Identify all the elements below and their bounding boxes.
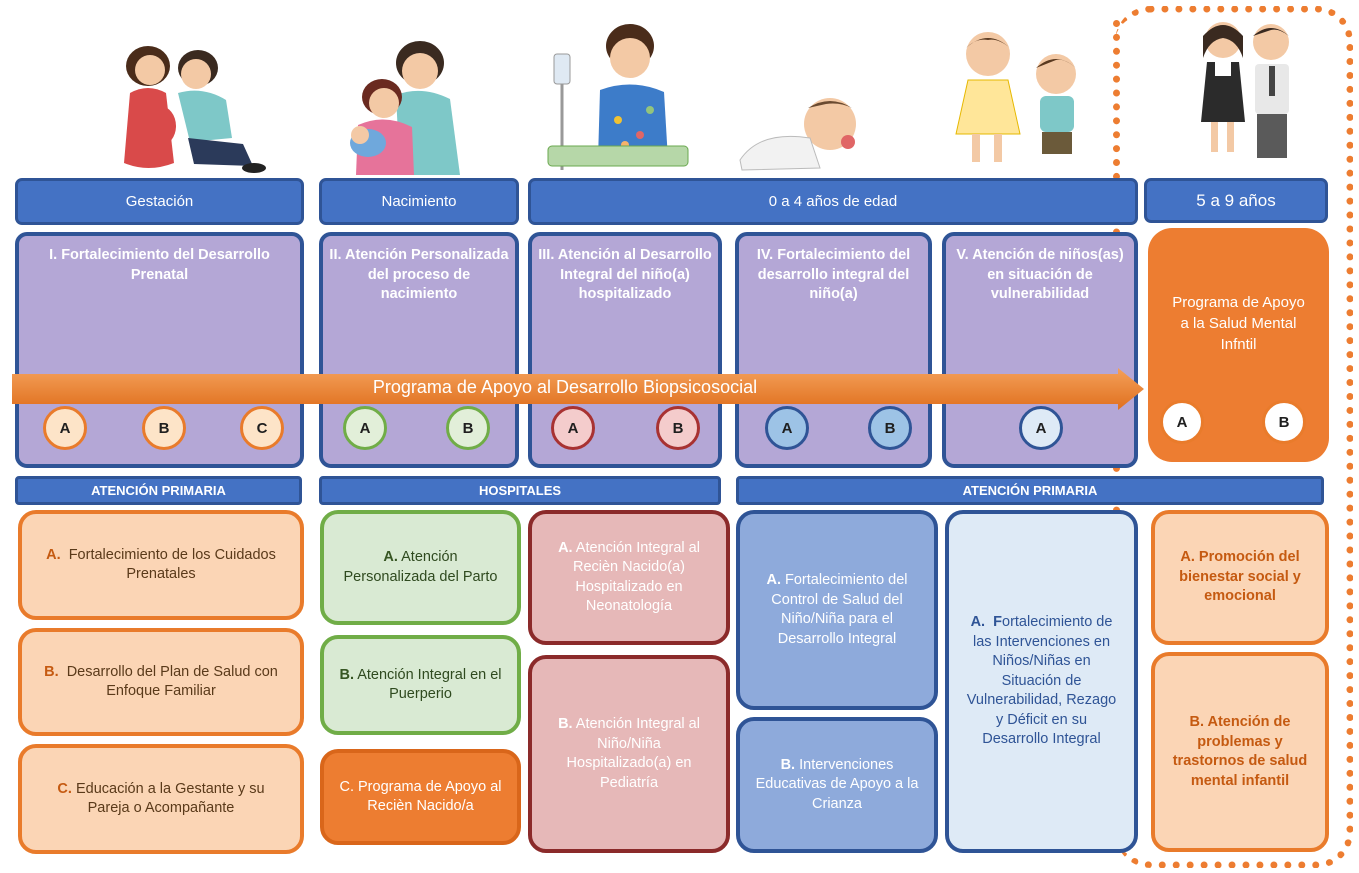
box-plan-salud: B. Desarrollo del Plan de Salud con Enfo… (18, 628, 304, 736)
component-title: I. Fortalecimiento del Desarrollo Prenat… (49, 247, 270, 283)
box-text: Fortalecimiento del Control de Salud del… (771, 572, 908, 647)
pregnant-couple-illustration (124, 46, 266, 173)
box-first-letter: F (993, 614, 1002, 631)
component-salud-mental: Programa de Apoyo a la Salud Mental Infn… (1148, 228, 1329, 462)
header-gestacion: Gestación (15, 178, 304, 225)
box-text: Fortalecimiento de los Cuidados Prenatal… (68, 546, 276, 583)
box-text: Desarrollo del Plan de Salud con Enfoque… (66, 663, 278, 700)
component-title: IV. Fortalecimiento del desarrollo integ… (756, 247, 911, 302)
box-puerperio: B. Atención Integral en el Puerperio (320, 635, 521, 735)
box-apoyo-crianza: B. Intervenciones Educativas de Apoyo a … (736, 717, 938, 853)
header-nacimiento: Nacimiento (319, 178, 519, 225)
circle-a: A (343, 406, 387, 450)
box-text: A. Promoción del bienestar social y emoc… (1179, 549, 1301, 605)
component-vulnerabilidad: V. Atención de niños(as) en situación de… (942, 232, 1138, 468)
section-atencion-primaria-2: ATENCIÓN PRIMARIA (736, 476, 1324, 505)
header-5-9-anos: 5 a 9 años (1144, 178, 1328, 223)
box-pediatria: B. Atención Integral al Niño/Niña Hospit… (528, 655, 730, 853)
box-letter: A. (46, 546, 61, 563)
program-arrow-label: Programa de Apoyo al Desarrollo Biopsico… (372, 376, 758, 397)
header-0-4-anos: 0 a 4 años de edad (528, 178, 1138, 225)
component-title: Programa de Apoyo a la Salud Mental Infn… (1172, 294, 1305, 353)
box-letter: A. (383, 549, 398, 565)
box-text: Atención Integral al Recièn Nacido(a) Ho… (572, 539, 700, 615)
component-prenatal: I. Fortalecimiento del Desarrollo Prenat… (15, 232, 304, 468)
box-letter: B. (558, 716, 573, 732)
hospitalized-child-illustration (547, 24, 689, 170)
box-parto: A. Atención Personalizada del Parto (320, 510, 521, 625)
box-text: C. Programa de Apoyo al Recièn Nacido/a (339, 778, 502, 815)
component-nacimiento: II. Atención Personalizada del proceso d… (319, 232, 519, 468)
circle-b: B (868, 406, 912, 450)
box-text: ortalecimiento de las Intervenciones en … (966, 614, 1117, 748)
box-control-salud: A. Fortalecimiento del Control de Salud … (736, 510, 938, 710)
circle-b: B (142, 406, 186, 450)
circle-a: A (1160, 400, 1204, 444)
box-letter: A. (970, 614, 986, 631)
box-promocion-bienestar: A. Promoción del bienestar social y emoc… (1151, 510, 1329, 645)
highlight-dashed-frame (1115, 6, 1353, 868)
crawling-baby-illustration (739, 98, 856, 171)
component-desarrollo-integral: IV. Fortalecimiento del desarrollo integ… (735, 232, 932, 468)
box-letter: A. (766, 572, 781, 588)
box-programa-recien-nacido: C. Programa de Apoyo al Recièn Nacido/a (320, 749, 521, 845)
box-educacion-gestante: C. Educación a la Gestante y su Pareja o… (18, 744, 304, 854)
program-arrow (12, 368, 1144, 410)
section-atencion-primaria-1: ATENCIÓN PRIMARIA (15, 476, 302, 505)
box-letter: B. (780, 756, 796, 773)
component-title: V. Atención de niños(as) en situación de… (956, 247, 1124, 302)
toddlers-illustration (955, 32, 1076, 162)
box-text: Educación a la Gestante y su Pareja o Ac… (75, 780, 265, 817)
component-hospitalizado: III. Atención al Desarrollo Integral del… (528, 232, 722, 468)
section-hospitales: HOSPITALES (319, 476, 721, 505)
circle-c: C (240, 406, 284, 450)
school-children-illustration (1201, 22, 1289, 158)
box-intervenciones-vulnerabilidad: A. Fortalecimiento de las Intervenciones… (945, 510, 1138, 853)
mother-baby-illustration (350, 41, 460, 175)
box-text: Atención Integral en el Puerperio (357, 666, 502, 703)
circle-a: A (43, 406, 87, 450)
component-title: III. Atención al Desarrollo Integral del… (538, 247, 712, 302)
circle-a: A (765, 406, 809, 450)
circle-b: B (446, 406, 490, 450)
box-letter: A. (558, 539, 573, 556)
box-text: Atención Personalizada del Parto (343, 549, 498, 585)
component-title: II. Atención Personalizada del proceso d… (329, 247, 509, 302)
box-atencion-trastornos: B. Atención de problemas y trastornos de… (1151, 652, 1329, 852)
box-text: B. Atención de problemas y trastornos de… (1172, 714, 1308, 789)
circle-b: B (1262, 400, 1306, 444)
box-letter: C. (57, 780, 72, 797)
box-text: Atención Integral al Niño/Niña Hospitali… (566, 716, 700, 791)
box-neonatologia: A. Atención Integral al Recièn Nacido(a)… (528, 510, 730, 645)
box-letter: B. (44, 663, 59, 680)
box-letter: B. (339, 666, 354, 683)
box-text: Intervenciones Educativas de Apoyo a la … (755, 756, 919, 812)
circle-b: B (656, 406, 700, 450)
circle-a: A (1019, 406, 1063, 450)
circle-a: A (551, 406, 595, 450)
box-cuidados-prenatales: A. Fortalecimiento de los Cuidados Prena… (18, 510, 304, 620)
